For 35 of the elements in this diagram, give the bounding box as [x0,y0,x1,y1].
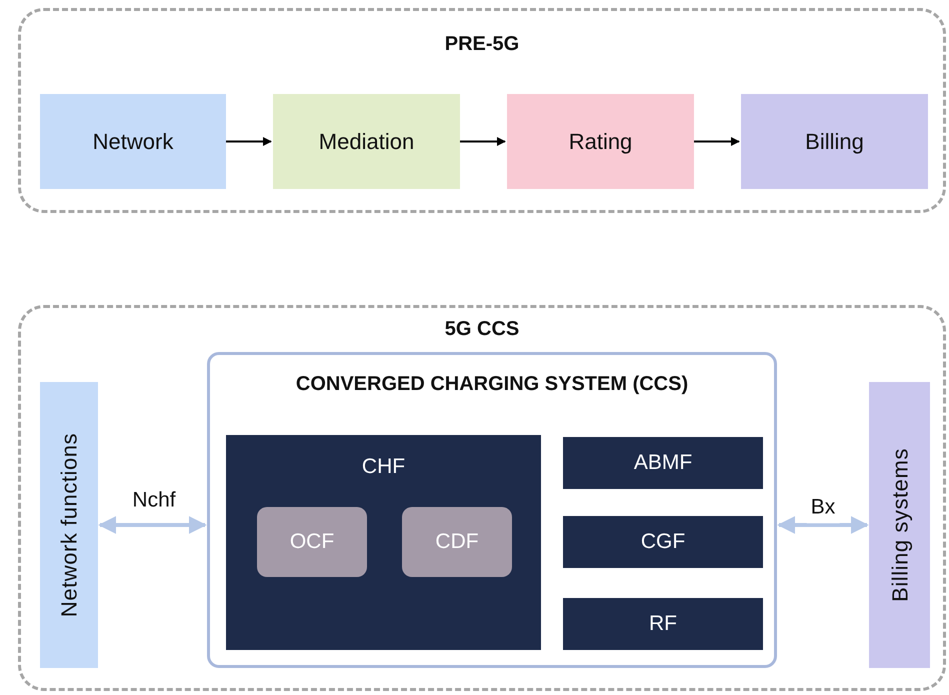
block-title: CHF [362,454,406,480]
box-label: OCF [290,529,334,556]
vertical-label: Network functions [56,432,82,618]
box-label: CGF [640,529,686,556]
process-box [273,94,460,189]
dashed-group [18,305,946,691]
function-box [563,437,763,489]
box-label: Network [92,128,174,156]
function-box [257,507,367,577]
box-label: ABMF [634,450,692,476]
function-box [563,516,763,568]
box-label: CDF [435,529,479,556]
vertical-box [869,382,930,668]
arrow [460,137,506,146]
function-block [226,435,541,650]
arrow [694,137,740,146]
arrow [226,137,272,146]
group-title: CONVERGED CHARGING SYSTEM (CCS) [296,372,688,397]
process-box [40,94,226,189]
system-panel [207,352,777,668]
box-label: Mediation [318,128,414,156]
function-box [402,507,512,577]
box-label: Billing [805,128,864,156]
box-label: Rating [568,128,632,156]
arrow [98,516,207,534]
vertical-label: Billing systems [886,448,913,602]
box-label: RF [649,611,677,638]
group-title: 5G CCS [444,317,520,342]
arrow [777,516,869,534]
process-box [741,94,928,189]
function-box [563,598,763,650]
process-box [507,94,694,189]
vertical-box [40,382,98,668]
group-title: PRE-5G [444,32,520,57]
dashed-group [18,8,946,213]
